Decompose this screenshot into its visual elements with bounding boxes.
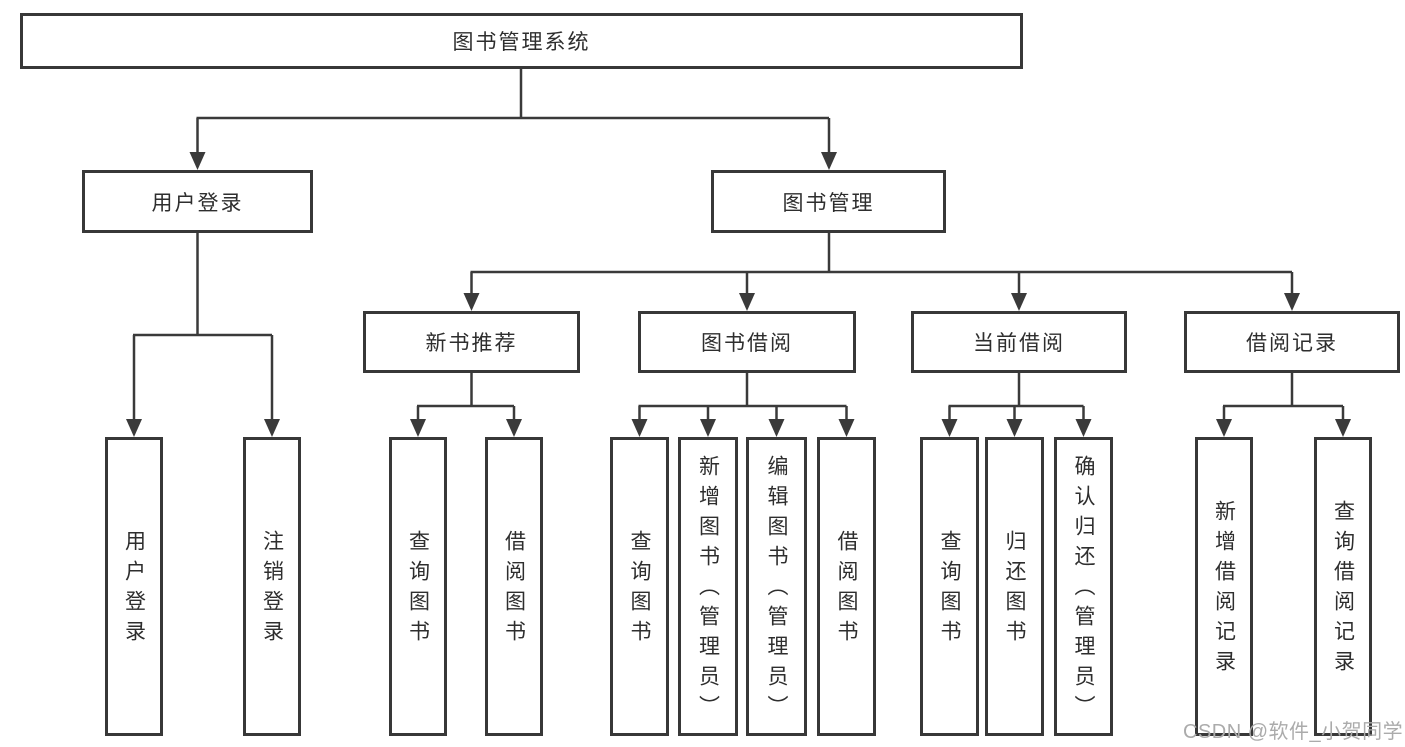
leaf-query-borrow-record: 查询借阅记录 — [1314, 437, 1372, 736]
node-new-book-recommend: 新书推荐 — [363, 311, 580, 373]
node-user-login: 用户登录 — [82, 170, 313, 233]
leaf-logout: 注销登录 — [243, 437, 301, 736]
leaf-query-books-current: 查询图书 — [920, 437, 979, 736]
leaf-confirm-return-admin: 确认归还（管理员） — [1054, 437, 1113, 736]
leaf-return-book: 归还图书 — [985, 437, 1044, 736]
connector-newbook-to-leaves — [416, 373, 516, 421]
leaf-add-borrow-record: 新增借阅记录 — [1195, 437, 1253, 736]
csdn-watermark: CSDN @软件_小贺同学 — [1183, 721, 1404, 743]
leaf-query-books-borrow: 查询图书 — [610, 437, 669, 736]
leaf-edit-book-admin: 编辑图书（管理员） — [746, 437, 807, 736]
leaf-borrow-books-recommend: 借阅图书 — [485, 437, 543, 736]
connector-bookborrow-to-leaves — [638, 373, 848, 421]
node-borrow-records: 借阅记录 — [1184, 311, 1400, 373]
leaf-user-login: 用户登录 — [105, 437, 163, 736]
node-book-management: 图书管理 — [711, 170, 946, 233]
leaf-add-book-admin: 新增图书（管理员） — [678, 437, 738, 736]
leaf-query-books-recommend: 查询图书 — [389, 437, 447, 736]
connector-userlogin-to-leaves — [132, 233, 274, 421]
node-root: 图书管理系统 — [20, 13, 1023, 69]
connector-root-to-level2 — [196, 69, 831, 154]
connector-records-to-leaves — [1222, 373, 1345, 421]
node-current-borrow: 当前借阅 — [911, 311, 1127, 373]
node-book-borrow: 图书借阅 — [638, 311, 856, 373]
arrowheads — [126, 152, 1351, 437]
connector-currentborrow-to-leaves — [948, 373, 1085, 421]
connector-bookmgmt-to-level3 — [470, 233, 1294, 295]
leaf-borrow-books: 借阅图书 — [817, 437, 876, 736]
